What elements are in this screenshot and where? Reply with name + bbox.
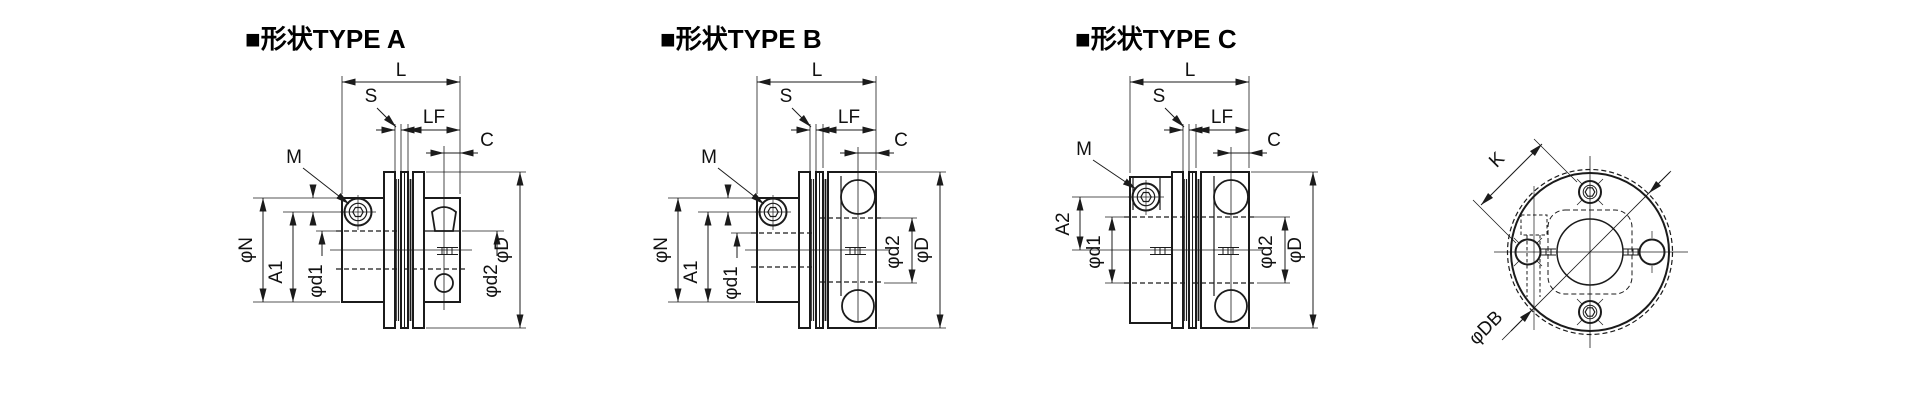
dim-label-a1-a: A1	[266, 260, 287, 283]
figure-title-type-a: ■形状TYPE A	[245, 24, 406, 54]
dim-label-phin-a: φN	[236, 237, 257, 263]
type-a-dimensions: L S LF C M φN	[236, 60, 526, 329]
dim-label-phid-c: φD	[1285, 237, 1306, 263]
dim-label-phid2-a: φd2	[481, 264, 502, 297]
dim-label-l-a: L	[396, 60, 407, 81]
dim-label-s-c: S	[1153, 86, 1166, 107]
figure-title-type-c: ■形状TYPE C	[1075, 24, 1237, 54]
dim-label-s-b: S	[780, 86, 793, 107]
dim-label-lf-b: LF	[838, 107, 860, 128]
dim-label-lf-a: LF	[423, 107, 445, 128]
figure-type-c: ■形状TYPE C	[1053, 24, 1318, 329]
dim-label-phid1-b: φd1	[721, 266, 742, 299]
dim-label-phid2-b: φd2	[883, 235, 904, 268]
type-c-part	[1072, 147, 1262, 329]
dim-label-phin-b: φN	[651, 237, 672, 263]
type-b-part	[745, 147, 890, 329]
dim-label-m-b: M	[701, 147, 717, 168]
figure-type-a: ■形状TYPE A	[236, 24, 526, 329]
type-b-dimensions: L S LF C M φN A1 φ	[651, 60, 946, 329]
dim-label-c-a: C	[480, 130, 494, 151]
type-c-dimensions: L S LF C M A2 φd1	[1053, 60, 1318, 329]
dim-label-m-c: M	[1076, 139, 1092, 160]
dim-label-a2-c: A2	[1053, 212, 1074, 235]
dim-label-m-a: M	[286, 147, 302, 168]
figure-type-b: ■形状TYPE B	[651, 24, 946, 329]
end-view-part	[1494, 156, 1688, 348]
dim-label-l-c: L	[1185, 60, 1196, 81]
dim-label-phid2-c: φd2	[1256, 235, 1277, 268]
dim-label-phidb: φDB	[1465, 307, 1507, 349]
dim-label-c-c: C	[1267, 130, 1281, 151]
dim-label-phid-b: φD	[912, 237, 933, 263]
dim-label-c-b: C	[894, 130, 908, 151]
dim-label-a1-b: A1	[681, 260, 702, 283]
dim-label-phid1-a: φd1	[306, 264, 327, 297]
dim-label-k: K	[1485, 148, 1509, 172]
dim-label-lf-c: LF	[1211, 107, 1233, 128]
figure-title-type-b: ■形状TYPE B	[660, 24, 822, 54]
type-a-part	[330, 146, 472, 329]
dim-label-phid1-c: φd1	[1084, 235, 1105, 268]
dim-label-s-a: S	[365, 86, 378, 107]
figure-end-view: K φDB	[1465, 138, 1688, 349]
dim-label-l-b: L	[812, 60, 823, 81]
dim-label-phid-a: φD	[492, 237, 513, 263]
